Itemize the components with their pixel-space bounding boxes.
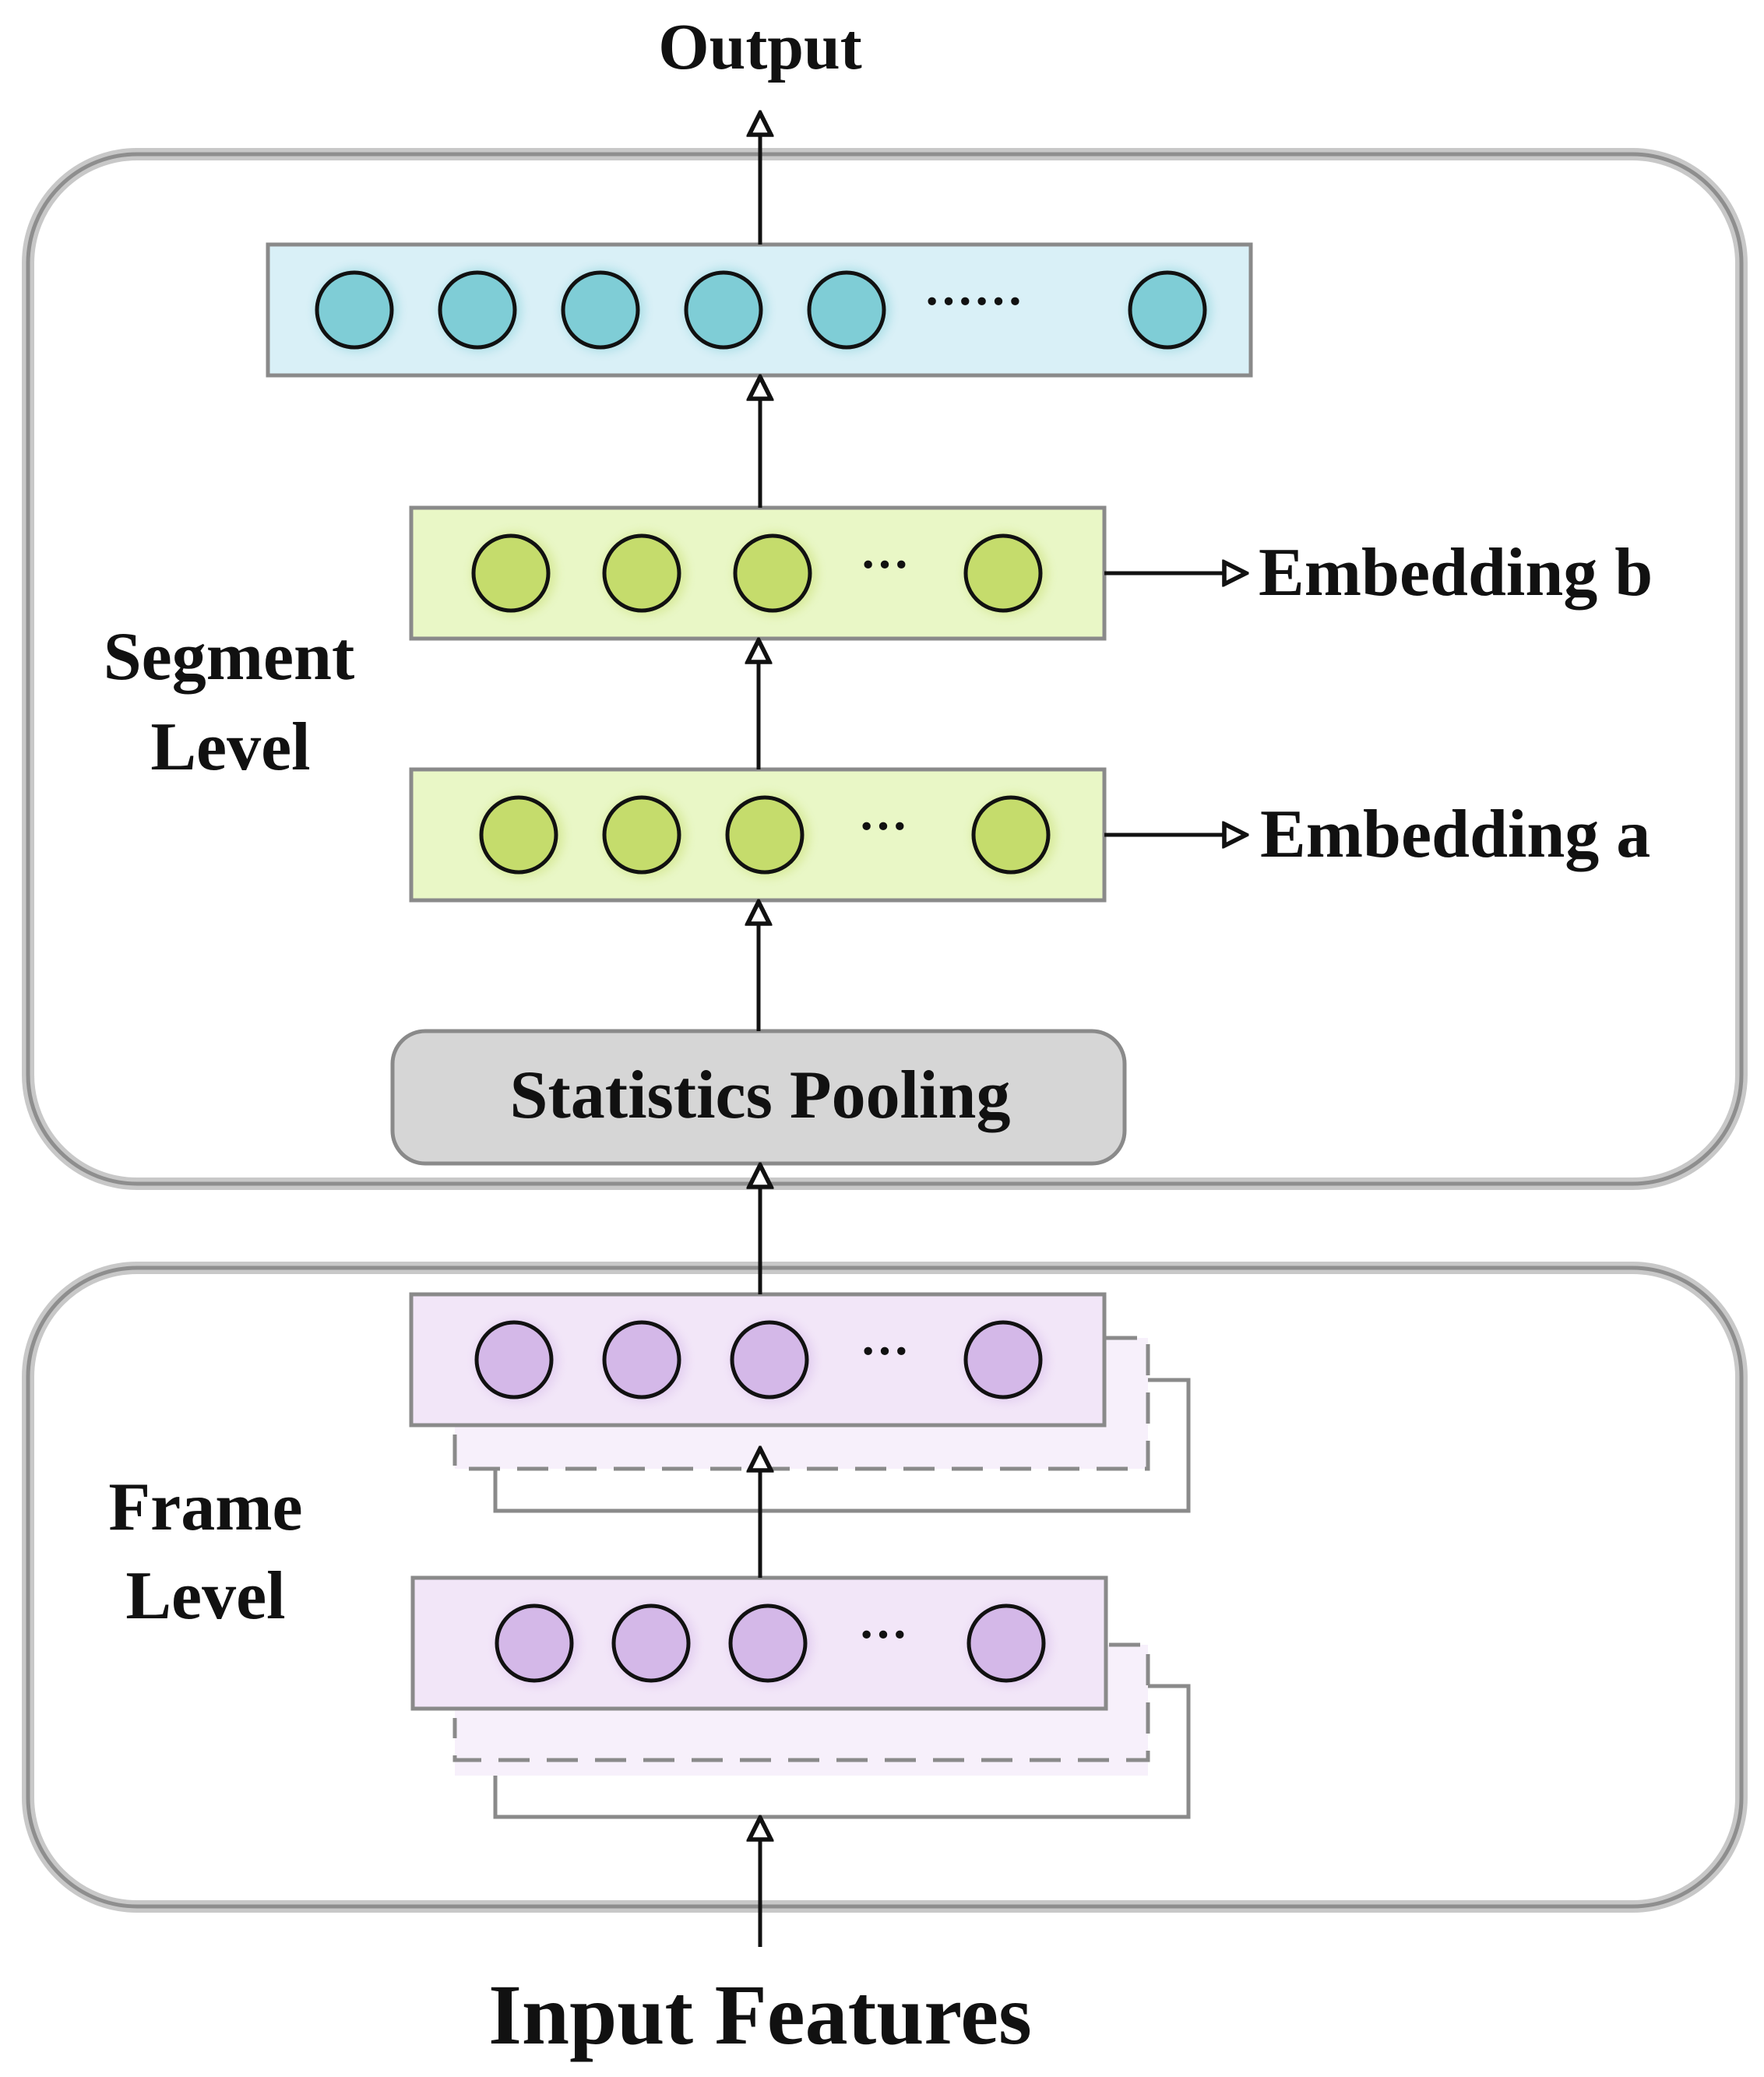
frame-upper-node: [602, 1318, 687, 1403]
statistics-pooling-label: Statistics Pooling: [510, 1058, 1011, 1133]
frame-lower-node: [728, 1602, 813, 1686]
output-label: Output: [658, 11, 861, 83]
embedding-b-ellipsis: ···: [860, 537, 910, 592]
embedding-a-node: [602, 794, 687, 878]
embedding-a-ellipsis: ···: [858, 798, 908, 854]
embedding-b-node: [471, 532, 556, 616]
frame-level-group: [22, 1262, 1748, 1913]
embedding-b-node: [602, 532, 687, 616]
embedding-a-label: Embedding a: [1260, 797, 1650, 872]
embedding-b-layer: ···: [409, 505, 1107, 641]
frame-upper-node: [963, 1318, 1048, 1403]
output-layer: ······: [266, 242, 1253, 378]
arrows: [759, 113, 1246, 1947]
embedding-b-label: Embedding b: [1259, 535, 1653, 611]
frame-lower-node: [495, 1602, 579, 1686]
frame-level-label-line2: Level: [125, 1558, 285, 1634]
output-layer-node: [1128, 268, 1212, 352]
output-layer-node: [438, 268, 522, 352]
frame-lower-ellipsis: ···: [858, 1607, 908, 1662]
segment-level-label-line1: Segment: [104, 619, 355, 695]
frame-layer-upper: ···: [409, 1292, 1191, 1513]
embedding-b-node: [963, 532, 1048, 616]
frame-upper-ellipsis: ···: [860, 1323, 910, 1378]
input-features-label: Input Features: [488, 1967, 1032, 2062]
output-layer-node: [684, 268, 768, 352]
frame-layer-lower: ···: [410, 1575, 1191, 1819]
embedding-a-layer: ···: [409, 767, 1107, 903]
segment-level-group: [22, 148, 1748, 1190]
embedding-a-node: [725, 794, 810, 878]
output-layer-node: [315, 268, 399, 352]
output-layer-ellipsis: ······: [924, 273, 1023, 329]
frame-upper-node: [474, 1318, 559, 1403]
output-layer-node: [807, 268, 891, 352]
segment-level-label-line2: Level: [150, 709, 310, 785]
frame-level-label-line1: Frame: [108, 1470, 302, 1545]
embedding-a-node: [479, 794, 564, 878]
frame-lower-node: [967, 1602, 1051, 1686]
statistics-pooling-block: Statistics Pooling: [390, 1029, 1127, 1166]
output-layer-node: [561, 268, 645, 352]
embedding-b-node: [733, 532, 818, 616]
frame-lower-node: [611, 1602, 696, 1686]
frame-upper-node: [730, 1318, 815, 1403]
embedding-a-node: [971, 794, 1056, 878]
